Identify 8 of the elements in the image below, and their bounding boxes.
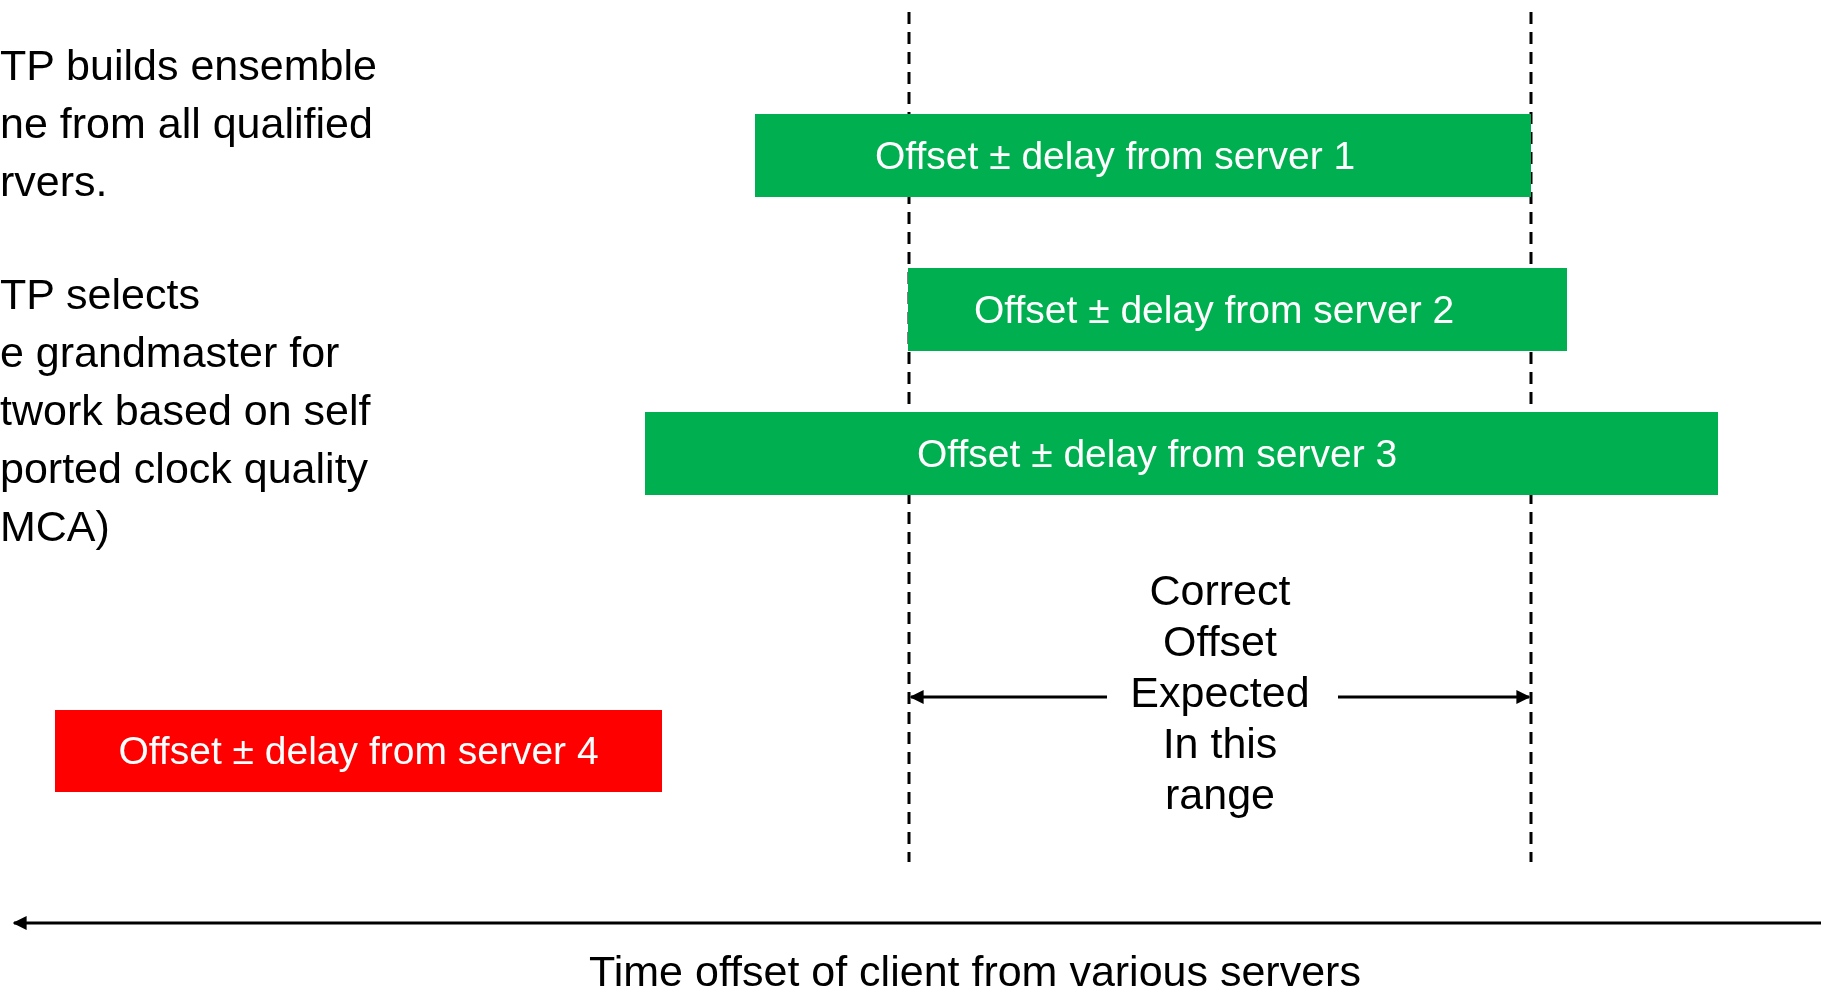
note-text: TP selects e grandmaster for twork based on self ported clock quality MCA) xyxy=(0,269,372,552)
range-bar: Offset ± delay from server 4 xyxy=(55,710,662,792)
axis-title: Time offset of client from various servers xyxy=(588,948,1362,994)
note-text: TP builds ensemble ne from all qualified rvers. xyxy=(0,40,378,207)
range-text: Correct Offset Expected In this range xyxy=(1129,565,1311,820)
range-bar: Offset ± delay from server 1 xyxy=(755,114,1531,197)
range-bar: Offset ± delay from server 2 xyxy=(908,268,1567,351)
range-bar: Offset ± delay from server 3 xyxy=(645,412,1718,495)
